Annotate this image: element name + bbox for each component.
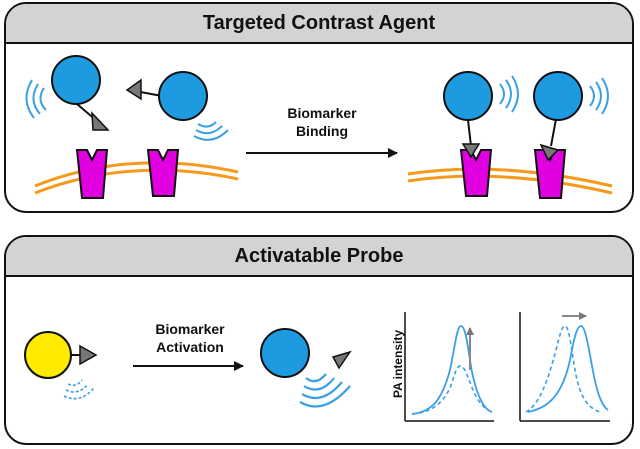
cell-membrane-right bbox=[407, 167, 613, 195]
targeted-probe-unbound bbox=[51, 55, 110, 131]
strong-signal-icon bbox=[299, 373, 351, 408]
probe-sphere-icon bbox=[158, 71, 208, 121]
weak-signal-icon bbox=[63, 379, 95, 400]
activation-label-line2: Activation bbox=[156, 339, 224, 355]
cell-membrane-left bbox=[34, 161, 239, 195]
activated-probe-sphere-icon bbox=[260, 328, 310, 378]
quencher-ligand-icon bbox=[79, 344, 98, 366]
probe-sphere-icon bbox=[51, 55, 101, 105]
receptor-icon bbox=[75, 149, 109, 199]
receptor-icon bbox=[459, 149, 493, 197]
targeted-contrast-agent-panel: Targeted Contrast Agent bbox=[4, 2, 634, 213]
activatable-probe-inactive bbox=[24, 331, 98, 379]
panel-title-activatable: Activatable Probe bbox=[6, 237, 632, 277]
targeting-ligand-icon bbox=[539, 143, 560, 162]
binding-label-line1: Biomarker bbox=[287, 105, 357, 121]
activated-spectrum-line bbox=[411, 325, 493, 415]
cleaved-ligand-icon bbox=[331, 350, 352, 370]
targeted-probe-bound bbox=[533, 71, 583, 162]
activation-label: Biomarker Activation bbox=[140, 320, 240, 356]
activated-spectrum-line bbox=[527, 325, 609, 413]
targeted-probe-bound bbox=[443, 71, 493, 159]
panel-title-targeted: Targeted Contrast Agent bbox=[6, 4, 632, 44]
photoacoustic-signal-icon bbox=[589, 77, 609, 115]
inactive-probe-sphere-icon bbox=[24, 331, 72, 379]
pa-intensity-axis-label: PA intensity bbox=[391, 330, 405, 399]
pa-intensity-plot-amplitude bbox=[404, 312, 494, 422]
inactive-spectrum-line bbox=[411, 365, 493, 415]
pa-spectrum-plot-shift bbox=[519, 312, 610, 422]
binding-label: Biomarker Binding bbox=[272, 104, 372, 140]
binding-label-line2: Binding bbox=[295, 123, 349, 139]
probe-sphere-icon bbox=[443, 71, 493, 121]
photoacoustic-signal-icon bbox=[193, 121, 229, 141]
targeting-ligand-icon bbox=[125, 78, 142, 101]
targeted-probe-unbound bbox=[125, 71, 208, 121]
photoacoustic-signal-icon bbox=[499, 75, 519, 113]
probe-sphere-icon bbox=[533, 71, 583, 121]
receptor-icon bbox=[146, 149, 180, 197]
targeting-ligand-icon bbox=[461, 143, 481, 159]
photoacoustic-signal-icon bbox=[25, 79, 47, 119]
activation-label-line1: Biomarker bbox=[155, 321, 225, 337]
targeting-ligand-icon bbox=[91, 110, 110, 131]
inactive-spectrum-line bbox=[525, 325, 601, 413]
